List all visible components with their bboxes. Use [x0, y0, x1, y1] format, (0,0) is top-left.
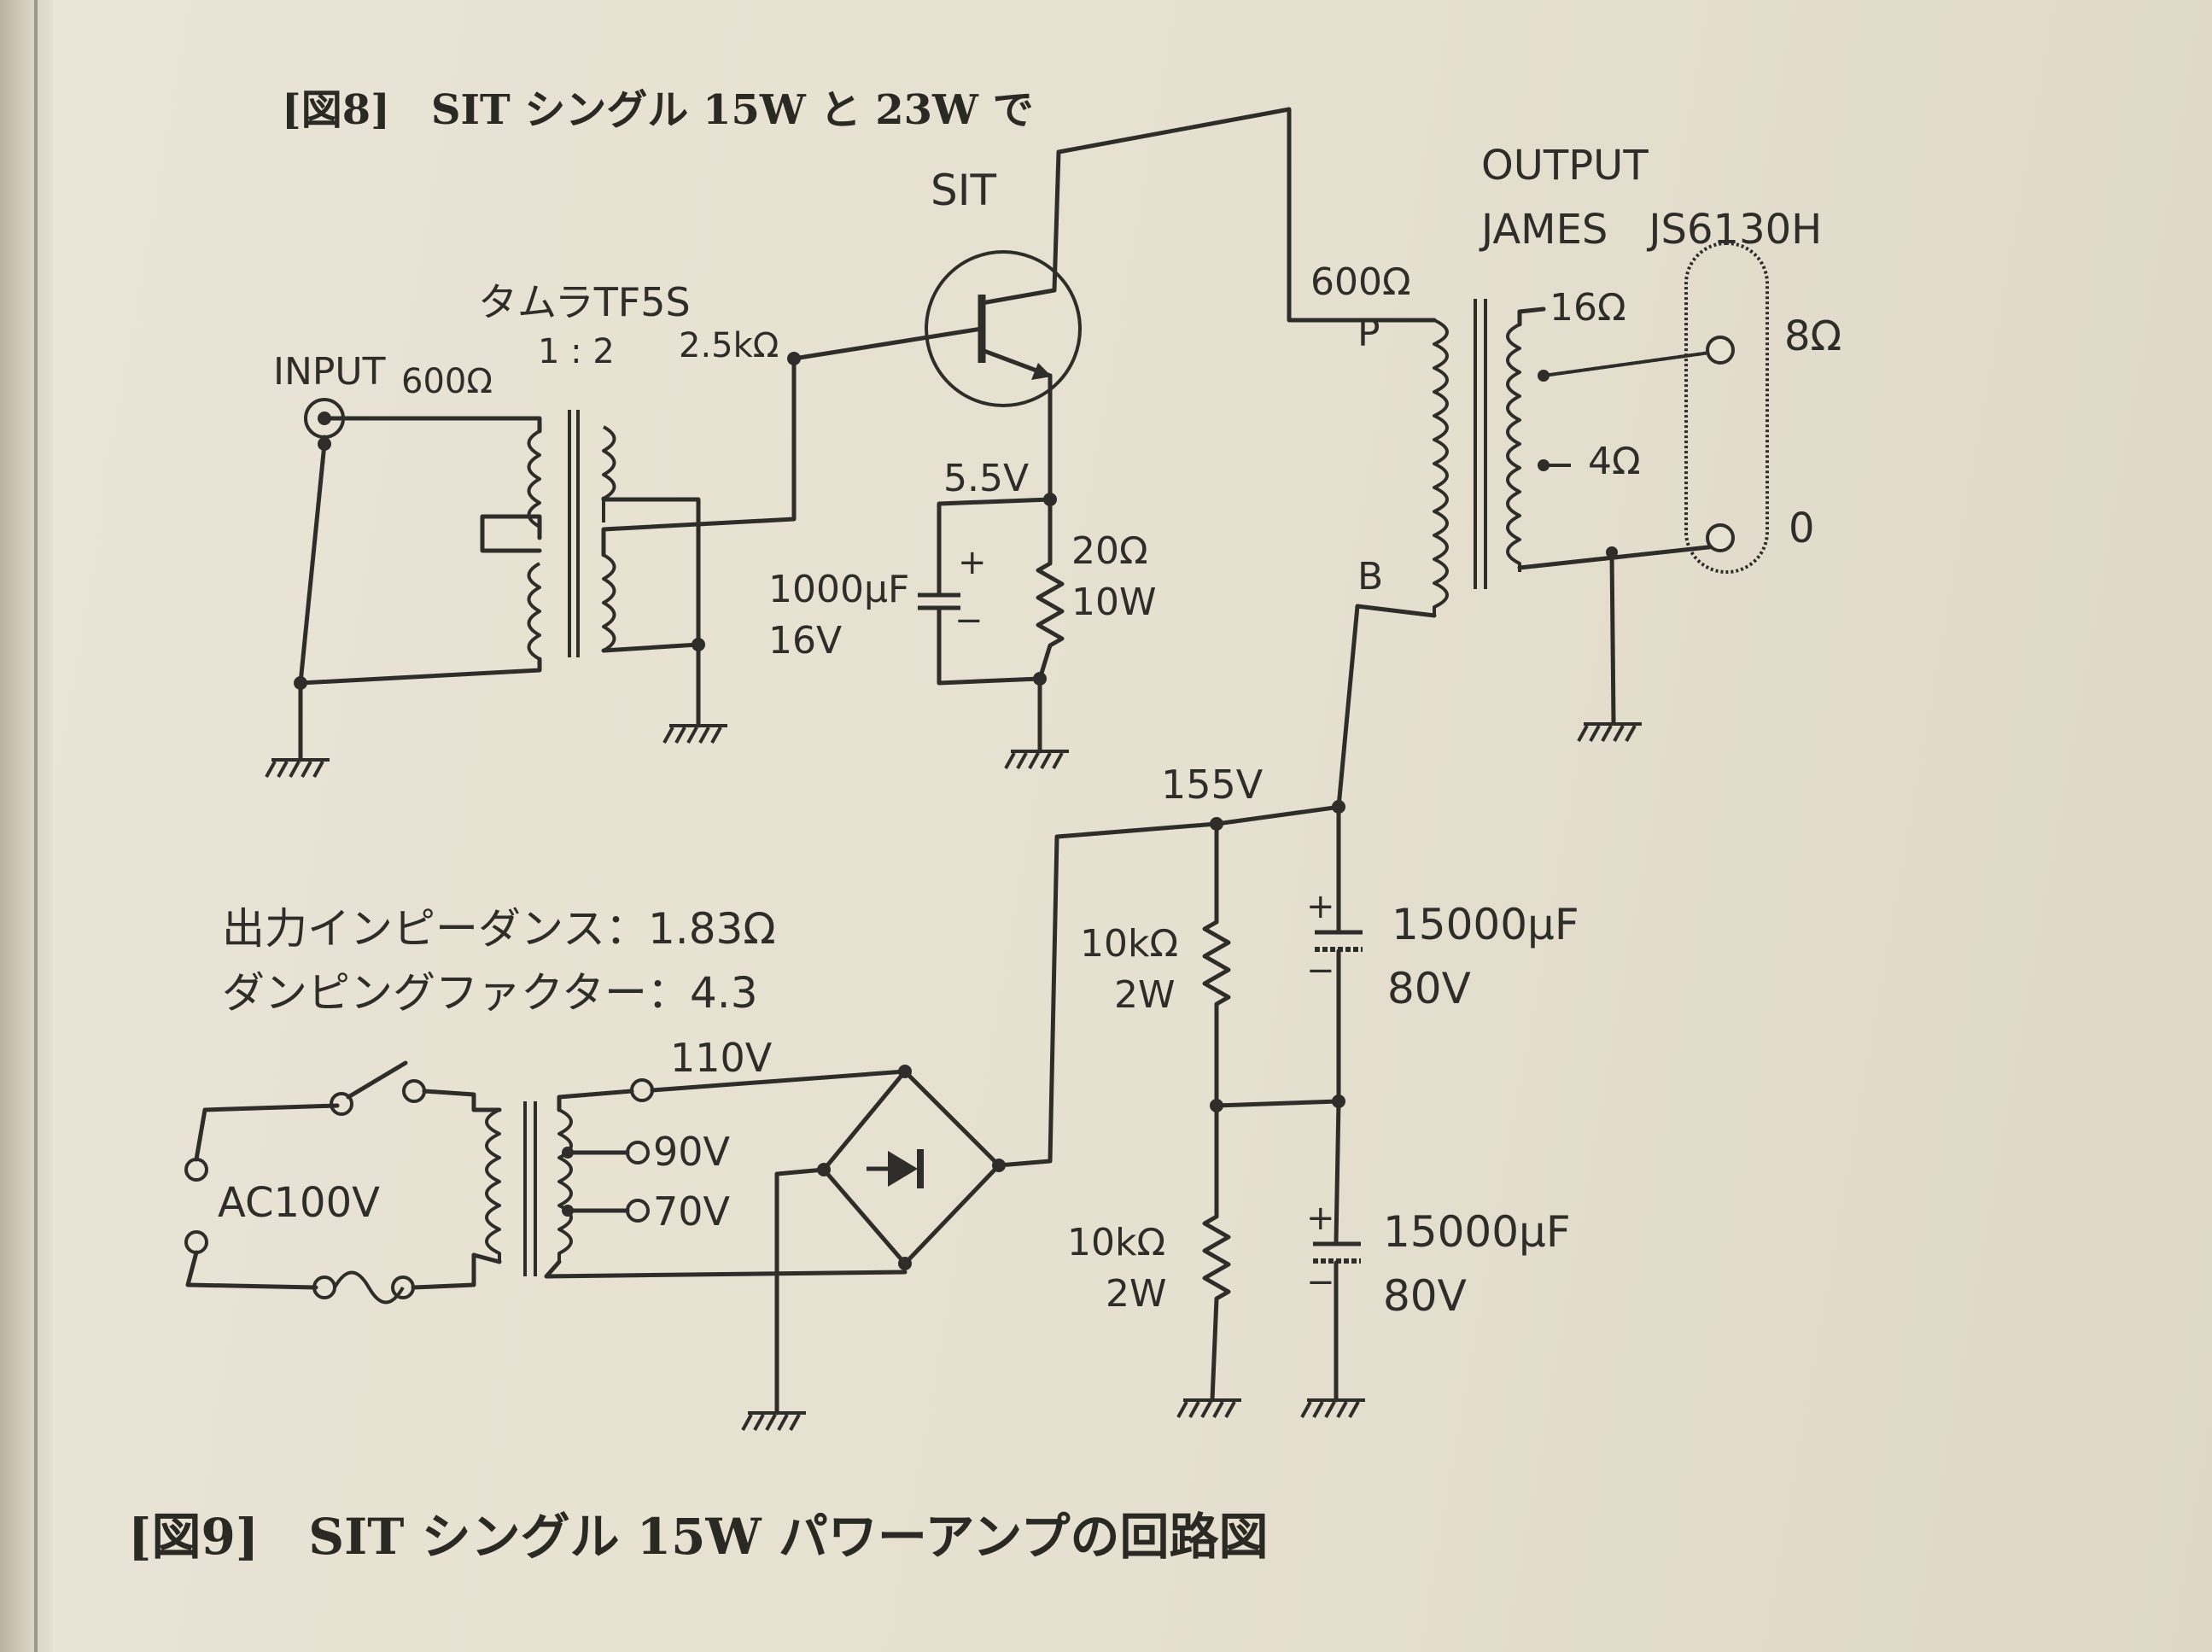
pt-tap-90: 90V: [653, 1129, 731, 1175]
bleeder-resistor-lower: [1202, 1103, 1231, 1403]
pt-tap-70: 70V: [653, 1188, 731, 1235]
mains-input: [184, 1060, 476, 1305]
page-edge-line: [34, 0, 38, 1652]
sit-cap-minus: −: [954, 601, 983, 640]
sit-cap-value: 1000μF: [768, 568, 909, 611]
speaker-terminal-8: 8Ω: [1784, 312, 1841, 360]
rectifier-ground-symbol: [741, 1411, 806, 1431]
output-title-line2: JAMES JS6130H: [1479, 206, 1822, 254]
power-transformer: [471, 1069, 908, 1279]
output-title-line1: OUTPUT: [1481, 142, 1649, 190]
sit-transistor-symbol: [787, 107, 1386, 506]
filter-capacitor-lower: [1313, 1099, 1361, 1403]
sit-label: SIT: [931, 166, 996, 215]
output-ground-symbol: [1577, 722, 1642, 742]
mains-label: AC100V: [218, 1179, 380, 1227]
sit-source-voltage: 5.5V: [943, 457, 1029, 500]
c2-value: 15000μF: [1383, 1207, 1571, 1257]
r1-power: 2W: [1114, 973, 1176, 1017]
filter-capacitor-upper: [1214, 930, 1363, 1108]
output-tap-4: 4Ω: [1588, 440, 1641, 483]
resistor-ground-symbol: [1176, 1398, 1241, 1418]
fig8-heading: [図8] SIT シングル 15W と 23W で: [282, 86, 1034, 134]
output-tap-p: P: [1357, 312, 1380, 355]
sit-cap-voltage: 16V: [768, 619, 842, 663]
spec-damping-factor: ダンピングファクター：4.3: [222, 968, 758, 1018]
transformer-ground-symbol: [662, 724, 727, 744]
sit-ground-symbol: [1004, 750, 1069, 769]
sit-res-value: 20Ω: [1071, 529, 1148, 573]
input-ground-symbol: [265, 758, 330, 778]
output-primary-impedance: 600Ω: [1310, 260, 1411, 304]
speaker-terminal-block: [1684, 242, 1769, 574]
r2-value: 10kΩ: [1067, 1221, 1165, 1264]
r2-power: 2W: [1106, 1272, 1167, 1316]
c1-voltage: 80V: [1387, 964, 1471, 1013]
input-transformer-ratio: 1 : 2: [538, 332, 615, 371]
output-tap-b: B: [1357, 555, 1383, 598]
pt-tap-110: 110V: [670, 1035, 773, 1081]
input-transformer-name: タムラTF5S: [478, 279, 691, 325]
input-impedance-label: 600Ω: [401, 362, 493, 401]
c1-minus: −: [1306, 951, 1335, 990]
output-tap-16: 16Ω: [1550, 286, 1626, 330]
book-spine-shadow: [0, 0, 53, 1652]
c2-plus: +: [1306, 1199, 1335, 1238]
capacitor-ground-symbol: [1300, 1398, 1365, 1418]
c2-minus: −: [1306, 1263, 1335, 1302]
c1-plus: +: [1306, 887, 1335, 926]
bleeder-resistor-upper: [1202, 821, 1231, 1112]
output-transformer: [1336, 299, 1719, 809]
r1-value: 10kΩ: [1080, 922, 1178, 966]
spec-output-impedance: 出力インピーダンス：1.83Ω: [222, 904, 776, 954]
fig9-heading: [図9] SIT シングル 15W パワーアンプの回路図: [128, 1508, 1268, 1566]
c1-value: 15000μF: [1392, 900, 1579, 949]
input-ground-wire: [294, 435, 331, 762]
speaker-terminal-0: 0: [1789, 505, 1815, 552]
sit-cap-plus: +: [958, 543, 987, 582]
b-plus-voltage: 155V: [1161, 762, 1264, 808]
input-transformer: [298, 356, 797, 728]
source-bypass-network: [918, 497, 1065, 754]
sit-res-power: 10W: [1071, 581, 1157, 624]
input-transformer-secondary: 2.5kΩ: [679, 326, 779, 365]
input-label: INPUT: [273, 350, 386, 394]
bridge-rectifier: [774, 821, 1219, 1416]
c2-voltage: 80V: [1383, 1271, 1467, 1321]
